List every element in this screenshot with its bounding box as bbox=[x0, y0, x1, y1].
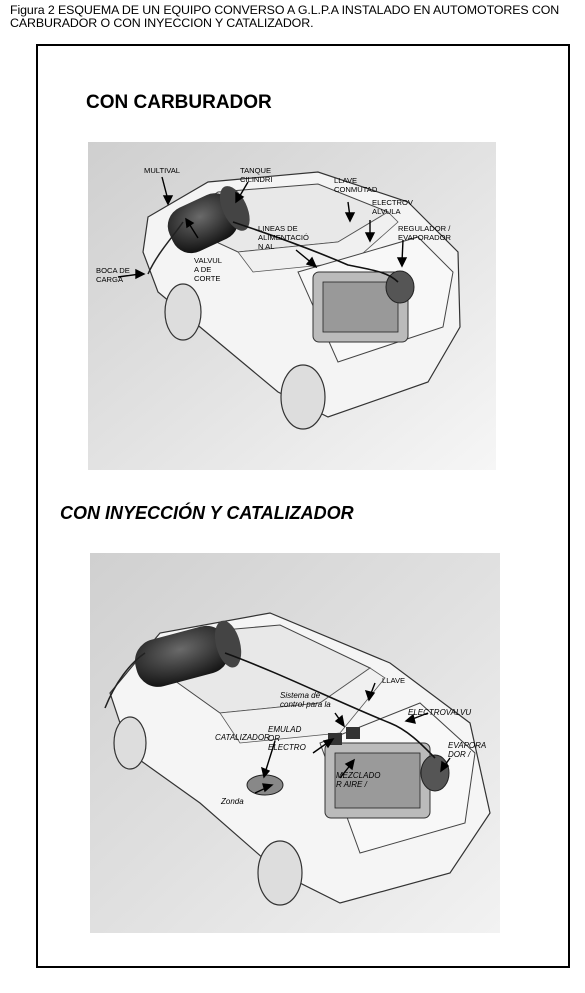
label-emulador-line3: ELECTRO bbox=[268, 743, 306, 752]
label-sistema-line2: control para la bbox=[280, 700, 331, 709]
figure-caption: Figura 2 ESQUEMA DE UN EQUIPO CONVERSO A… bbox=[10, 3, 560, 30]
car-diagram-carburador: MULTIVAL TANQUE CILINDRI LLAVE CONMUTAD … bbox=[88, 142, 496, 470]
label-boca-line2: CARGA bbox=[96, 275, 124, 284]
label-lineas-line2: ALIMENTACIÓ bbox=[258, 233, 309, 242]
section-title-carburador: CON CARBURADOR bbox=[86, 92, 272, 113]
label-boca-line1: BOCA DE bbox=[96, 266, 130, 275]
label-emulador-line1: EMULAD bbox=[268, 725, 302, 734]
label-lineas-line1: LINEAS DE bbox=[258, 224, 298, 233]
label-llave: LLAVE bbox=[382, 676, 406, 685]
label-mezclador-line2: R AIRE / bbox=[336, 780, 367, 789]
label-regulador-line2: EVAPORADOR bbox=[398, 233, 452, 242]
label-electrovalvula-line1: ELECTROV bbox=[372, 198, 413, 207]
label-llave-line2: CONMUTAD bbox=[334, 185, 378, 194]
car-illustration-carburador bbox=[88, 142, 496, 470]
label-emulador-line2: OR bbox=[268, 734, 280, 743]
figure-frame bbox=[36, 44, 570, 968]
label-llave-line1: LLAVE bbox=[334, 176, 358, 185]
label-lineas-line3: N AL bbox=[258, 242, 275, 251]
label-sistema-line1: Sistema de bbox=[280, 691, 321, 700]
label-valvula-line1: VALVUL bbox=[194, 256, 222, 265]
label-valvula-line2: A DE bbox=[194, 265, 212, 274]
car-diagram-inyeccion: LLAVE Sistema de control para la ELECTRO… bbox=[90, 553, 500, 933]
label-electrovalvula: ELECTROVALVU bbox=[408, 708, 472, 717]
label-evaporador-line2: DOR / bbox=[448, 750, 471, 759]
label-zonda: Zonda bbox=[221, 797, 244, 806]
label-regulador-line1: REGULADOR / bbox=[398, 224, 451, 233]
label-electrovalvula-line2: ALVULA bbox=[372, 207, 401, 216]
label-multival: MULTIVAL bbox=[144, 166, 181, 175]
section-title-inyeccion: CON INYECCIÓN Y CATALIZADOR bbox=[60, 503, 354, 523]
label-valvula-line3: CORTE bbox=[194, 274, 221, 283]
label-tanque-line1: TANQUE bbox=[240, 166, 272, 175]
label-mezclador-line1: MEZCLADO bbox=[336, 771, 381, 780]
label-evaporador-line1: EVAPORA bbox=[448, 741, 487, 750]
label-tanque-line2: CILINDRI bbox=[240, 175, 273, 184]
label-catalizador: CATALIZADOR bbox=[215, 733, 270, 742]
car-illustration-inyeccion bbox=[90, 553, 500, 933]
